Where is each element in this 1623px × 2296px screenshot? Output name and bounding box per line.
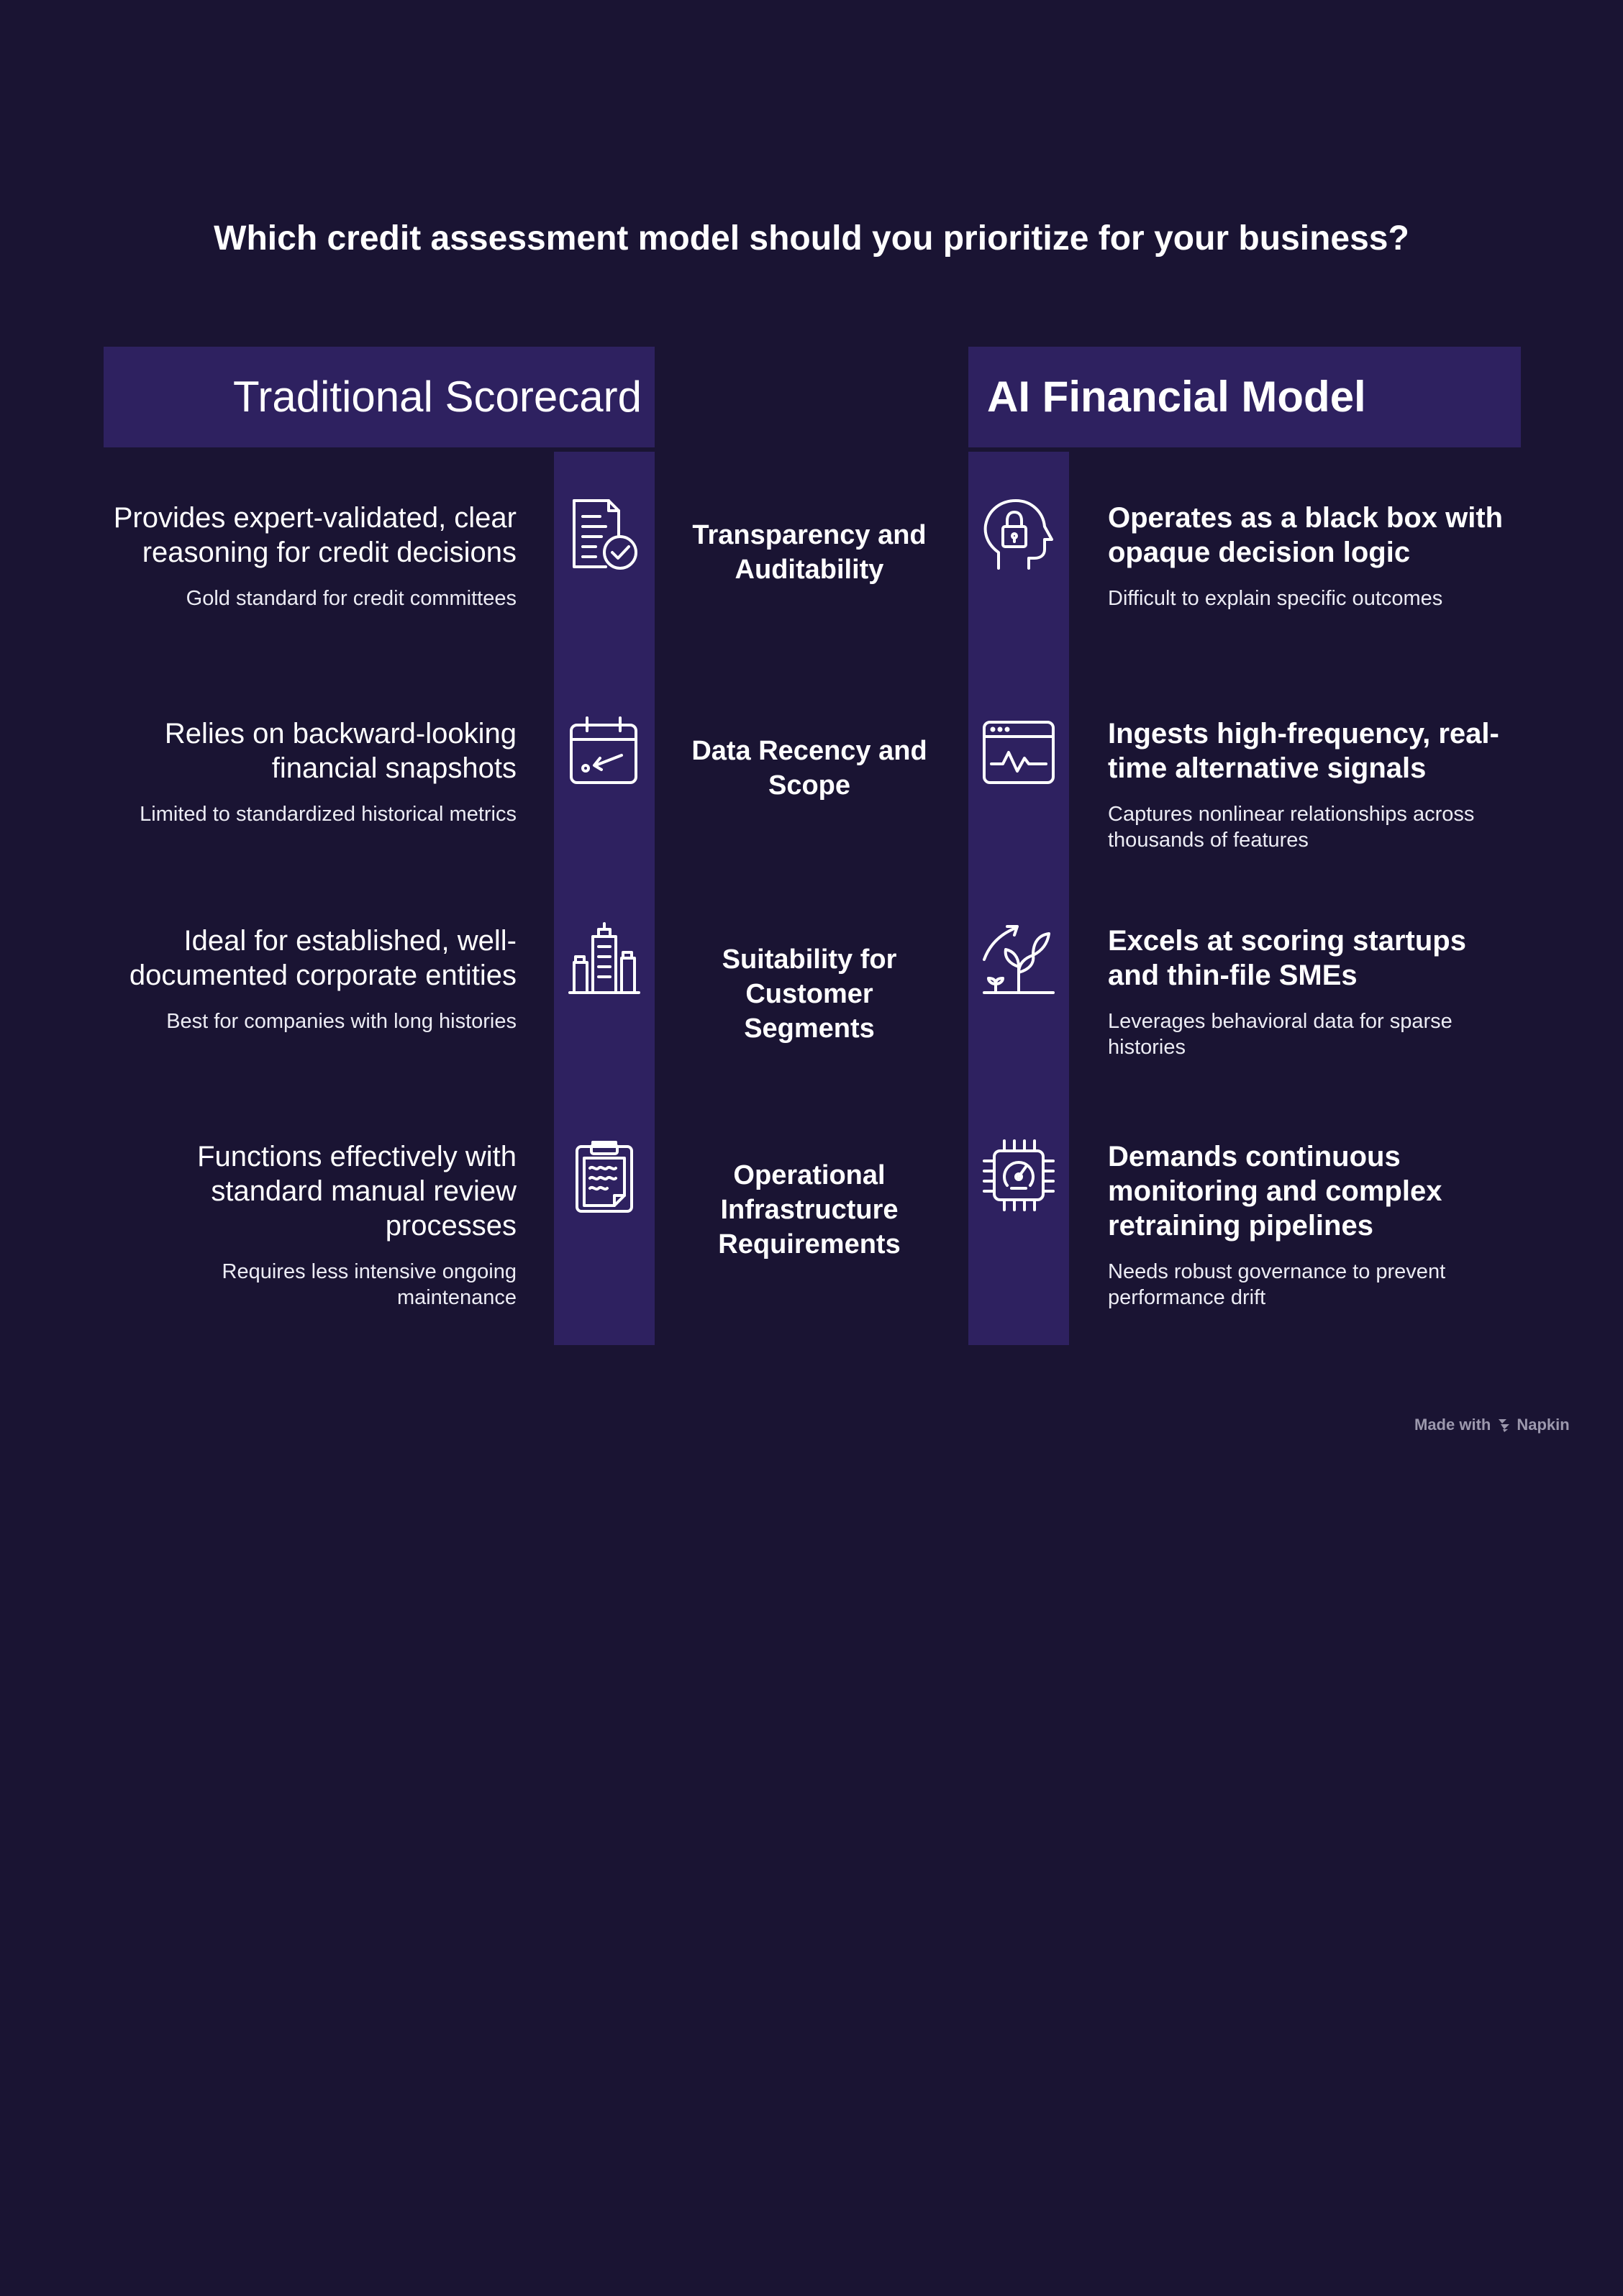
clipboard-icon: [567, 1139, 642, 1214]
right-point-subtext: Captures nonlinear relationships across …: [1108, 803, 1475, 852]
document-check-icon: [567, 498, 642, 573]
criterion-label-4: Operational Infrastructure Requirements: [718, 1160, 901, 1259]
left-point-heading: Provides expert-validated, clear reasoni…: [113, 502, 517, 568]
left-point-subtext: Best for companies with long histories: [166, 1010, 517, 1033]
chip-gauge-icon: [981, 1138, 1056, 1213]
left-point-heading: Functions effectively with standard manu…: [197, 1141, 517, 1242]
left-point-2: Relies on backward-looking financial sna…: [108, 716, 517, 827]
browser-pulse-icon: [981, 716, 1056, 791]
calendar-icon: [567, 715, 642, 790]
napkin-brand-label: Napkin: [1517, 1416, 1570, 1434]
right-point-2: Ingests high-frequency, real-time altern…: [1108, 716, 1511, 853]
criterion-label-1: Transparency and Auditability: [692, 520, 927, 585]
left-point-3: Ideal for established, well-documented c…: [108, 924, 517, 1034]
office-buildings-icon: [567, 922, 642, 997]
right-point-1: Operates as a black box with opaque deci…: [1108, 501, 1511, 611]
page-title: Which credit assessment model should you…: [214, 219, 1409, 258]
head-lock-icon: [981, 498, 1056, 573]
traditional-scorecard-header: Traditional Scorecard: [104, 347, 655, 447]
right-point-subtext: Needs robust governance to prevent perfo…: [1108, 1260, 1446, 1309]
left-point-subtext: Requires less intensive ongoing maintena…: [222, 1260, 517, 1309]
ai-financial-model-header-label: AI Financial Model: [987, 373, 1366, 421]
left-point-subtext: Gold standard for credit committees: [186, 587, 517, 610]
right-point-heading: Operates as a black box with opaque deci…: [1108, 502, 1504, 568]
criterion-label-2: Data Recency and Scope: [691, 736, 927, 801]
left-point-heading: Ideal for established, well-documented c…: [129, 925, 517, 991]
right-point-heading: Excels at scoring startups and thin-file…: [1108, 925, 1466, 991]
right-point-4: Demands continuous monitoring and comple…: [1108, 1139, 1511, 1311]
growth-plant-icon: [981, 922, 1056, 997]
left-point-heading: Relies on backward-looking financial sna…: [164, 718, 517, 784]
left-icon-column: [554, 452, 655, 1345]
left-point-4: Functions effectively with standard manu…: [108, 1139, 517, 1311]
traditional-scorecard-header-label: Traditional Scorecard: [232, 373, 642, 421]
ai-financial-model-header: AI Financial Model: [968, 347, 1521, 447]
criterion-label-3: Suitability for Customer Segments: [722, 944, 897, 1044]
right-point-heading: Demands continuous monitoring and comple…: [1108, 1141, 1442, 1242]
napkin-logo-icon: [1496, 1417, 1512, 1433]
right-point-subtext: Leverages behavioral data for sparse his…: [1108, 1010, 1452, 1059]
right-point-heading: Ingests high-frequency, real-time altern…: [1108, 718, 1499, 784]
made-with-label: Made with: [1414, 1416, 1491, 1434]
napkin-watermark: Made with Napkin: [1414, 1416, 1570, 1434]
left-point-subtext: Limited to standardized historical metri…: [140, 803, 517, 826]
right-point-3: Excels at scoring startups and thin-file…: [1108, 924, 1511, 1060]
right-icon-column: [968, 452, 1069, 1345]
left-point-1: Provides expert-validated, clear reasoni…: [108, 501, 517, 611]
right-point-subtext: Difficult to explain specific outcomes: [1108, 587, 1443, 610]
